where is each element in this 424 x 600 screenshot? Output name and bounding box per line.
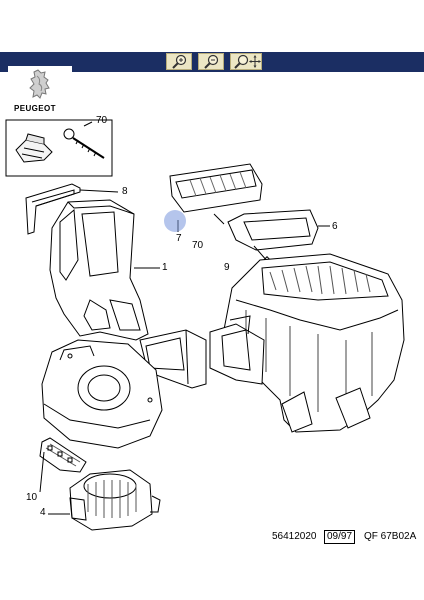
clip-part [15,139,53,163]
zoom-out-icon [204,54,219,69]
part-6-frame [227,209,319,251]
callout-1[interactable]: 1 [162,262,168,273]
zoom-in-button[interactable] [166,53,192,70]
part-1-housing [49,199,149,341]
callout-7[interactable]: 7 [176,233,182,244]
brand-name: PEUGEOT [14,104,56,113]
callout-9[interactable]: 9 [224,262,230,273]
reference-code: 56412020 [272,531,317,542]
zoom-move-button[interactable] [230,53,262,70]
part-10-bracket [39,437,87,473]
lion-icon [29,69,50,99]
callout-70-top[interactable]: 70 [96,115,108,126]
screw-head [63,128,75,140]
callout-10[interactable]: 10 [26,492,38,503]
zoom-in-icon [172,54,187,69]
brand-logo [8,66,72,116]
callout-6[interactable]: 6 [332,221,338,232]
callout-70-mid[interactable]: 70 [192,240,204,251]
callout-8[interactable]: 8 [122,186,128,197]
reference-date: 09/97 [324,530,356,544]
part-7-filter [169,163,263,213]
reference-page: QF 67B02A [364,531,417,542]
callout-4[interactable]: 4 [40,507,46,518]
fastener-inset [5,119,113,177]
zoom-out-button[interactable] [198,53,224,70]
part-7-hotspot[interactable] [164,210,186,232]
zoom-move-icon [234,54,261,69]
